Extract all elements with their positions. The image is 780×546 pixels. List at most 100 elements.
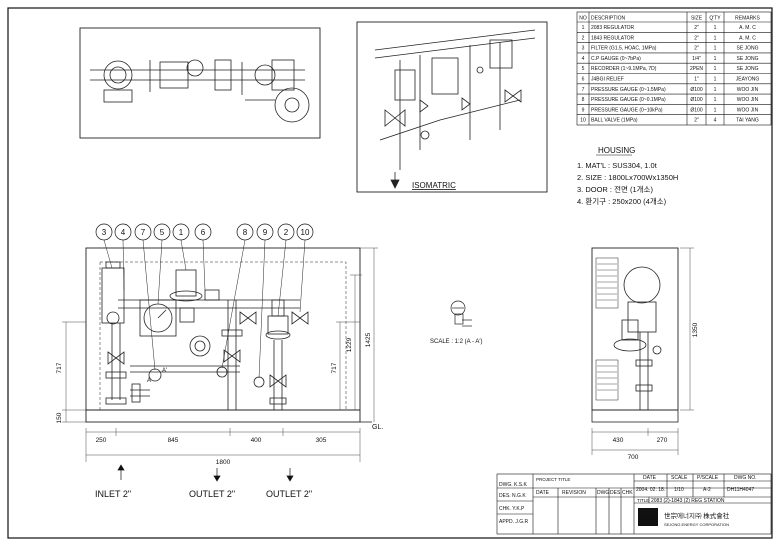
- balloon-labels: 3 4 7 5 1 6 8 9 2 10: [102, 228, 310, 237]
- bom-cell-2-1: FILTER (G1.5, HOAC, 1MPa): [591, 46, 657, 52]
- bom-cell-4-3: 1: [714, 66, 717, 72]
- ground-level-label: GL.: [372, 424, 383, 431]
- housing-item-4: 4. 환기구 : 250x200 (4개소): [577, 196, 667, 206]
- bom-cell-3-4: SE JONG: [737, 56, 759, 62]
- isometric-view: [356, 21, 548, 193]
- top-view: [79, 27, 321, 139]
- rev-date-header: DATE: [536, 490, 550, 496]
- dim-250: 250: [96, 437, 107, 444]
- bom-cell-1-1: 1843 REGULATOR: [591, 35, 635, 41]
- title-block-text: DWG. K.S.K DES. N.G.K CHK. Y.K.P APPD. J…: [499, 475, 757, 525]
- bom-header-1: DESCRIPTION: [591, 16, 626, 22]
- bom-cell-0-3: 1: [714, 25, 717, 31]
- bom-cell-5-2: 1": [694, 77, 699, 83]
- bom-cell-9-2: 2": [694, 118, 699, 124]
- bom-cell-3-1: C.P GAUGE (0~7bPa): [591, 56, 641, 62]
- bom-cell-5-1: J4BGI RELIEF: [591, 77, 624, 83]
- bom-cell-4-0: 5: [582, 66, 585, 72]
- bom-cell-2-0: 3: [582, 46, 585, 52]
- dwg-approved-by: APPD. J.G.R: [499, 519, 529, 525]
- bom-cell-5-3: 1: [714, 77, 717, 83]
- dim-right-1229: 1229: [346, 337, 353, 352]
- meta-date-value: 2004. 02. 18.: [636, 487, 665, 493]
- meta-pscale-value: A-2: [703, 487, 711, 493]
- bom-header-3: Q'TY: [709, 16, 721, 22]
- bom-cell-7-4: WOO JIN: [737, 97, 759, 103]
- balloon-8: 8: [243, 228, 248, 237]
- bom-header-2: SIZE: [691, 16, 703, 22]
- bom-cell-8-0: 9: [582, 107, 585, 113]
- bom-cell-9-0: 10: [580, 118, 586, 124]
- bom-cell-6-2: Ø100: [690, 87, 702, 93]
- bom-cell-9-3: 4: [714, 118, 717, 124]
- housing-item-2: 2. SIZE : 1800Lx700Wx1350H: [577, 173, 678, 182]
- bom-cell-8-1: PRESSURE GAUGE (0~10kPa): [591, 107, 663, 113]
- bom-cell-3-0: 4: [582, 56, 585, 62]
- bom-cell-0-1: 2083 REGULATOR: [591, 25, 635, 31]
- bom-cell-4-4: SE JONG: [737, 66, 759, 72]
- dim-side-1350: 1350: [692, 322, 699, 337]
- dim-right-717: 717: [331, 362, 338, 373]
- bom-cell-6-0: 7: [582, 87, 585, 93]
- dim-side-700: 700: [628, 454, 639, 461]
- dim-845: 845: [168, 437, 179, 444]
- bom-cell-3-2: 1/4": [692, 56, 701, 62]
- balloon-6: 6: [201, 228, 206, 237]
- dim-left-150: 150: [56, 412, 63, 423]
- bom-header-0: NO: [579, 16, 587, 22]
- bom-cell-8-2: Ø100: [690, 107, 702, 113]
- balloon-4: 4: [121, 228, 126, 237]
- dim-left-717: 717: [56, 362, 63, 373]
- dim-400: 400: [251, 437, 262, 444]
- bom-cell-8-3: 1: [714, 107, 717, 113]
- bom-cell-2-3: 1: [714, 46, 717, 52]
- side-view: [591, 247, 679, 423]
- housing-item-1: 1. MAT'L : SUS304, 1.0t: [577, 161, 658, 170]
- bom-cell-4-1: RECORDER (1~9.1MPa, 7D): [591, 66, 657, 72]
- bom-cell-6-1: PRESSURE GAUGE (0~1.5MPa): [591, 87, 666, 93]
- bom-cell-7-1: PRESSURE GAUGE (0~0.1MPa): [591, 97, 666, 103]
- housing-title: HOUSING: [598, 146, 635, 155]
- bom-cell-9-4: TAI YANG: [736, 118, 759, 124]
- scale-label: SCALE : 1:2 (A - A'): [430, 339, 483, 345]
- meta-pscale-header: P/SCALE: [697, 475, 719, 481]
- inlet-label: INLET 2": [95, 489, 131, 499]
- section-mark-a-prime: A': [162, 368, 167, 374]
- balloon-1: 1: [179, 228, 184, 237]
- meta-scale-header: SCALE: [671, 475, 688, 481]
- bom-cell-3-3: 1: [714, 56, 717, 62]
- bom-cell-7-0: 8: [582, 97, 585, 103]
- title-value: 2083 (2)-1843 (2) REG STATION: [651, 498, 725, 504]
- bom-cell-1-4: A. M. C: [739, 35, 756, 41]
- rev-des-header: DES: [610, 490, 621, 496]
- balloon-3: 3: [102, 228, 107, 237]
- rev-revision-header: REVISION: [562, 490, 586, 496]
- bom-cell-7-3: 1: [714, 97, 717, 103]
- balloon-10: 10: [301, 228, 310, 237]
- bom-cell-0-2: 2": [694, 25, 699, 31]
- bom-cell-4-2: 2PEN: [690, 66, 703, 72]
- meta-dwgno-value: DH11H4047: [727, 487, 754, 493]
- balloon-9: 9: [263, 228, 268, 237]
- meta-scale-value: 1/10: [674, 487, 684, 493]
- bom-cell-2-2: 2": [694, 46, 699, 52]
- bom-cell-7-2: Ø100: [690, 97, 702, 103]
- project-title-label: PROJECT TITLE: [536, 477, 570, 482]
- bom-cell-9-1: BALL VALVE (1MPa): [591, 118, 638, 124]
- dwg-drawn-by: DWG. K.S.K: [499, 482, 527, 488]
- title-block: [496, 473, 772, 535]
- dim-right-1425: 1425: [365, 332, 372, 347]
- balloon-5: 5: [160, 228, 165, 237]
- bom-text: NO DESCRIPTION SIZE Q'TY REMARKS 1 2083 REGULA…: [579, 16, 760, 124]
- bom-table: [576, 11, 772, 126]
- dim-side-270: 270: [657, 437, 668, 444]
- bom-header-4: REMARKS: [735, 16, 760, 22]
- bom-cell-1-0: 2: [582, 35, 585, 41]
- side-dimensions: [591, 247, 694, 455]
- front-dimensions: [62, 247, 378, 462]
- balloon-leaders: [103, 239, 306, 379]
- bom-cell-1-2: 2": [694, 35, 699, 41]
- flow-arrows: [117, 464, 294, 482]
- bom-cell-5-0: 6: [582, 77, 585, 83]
